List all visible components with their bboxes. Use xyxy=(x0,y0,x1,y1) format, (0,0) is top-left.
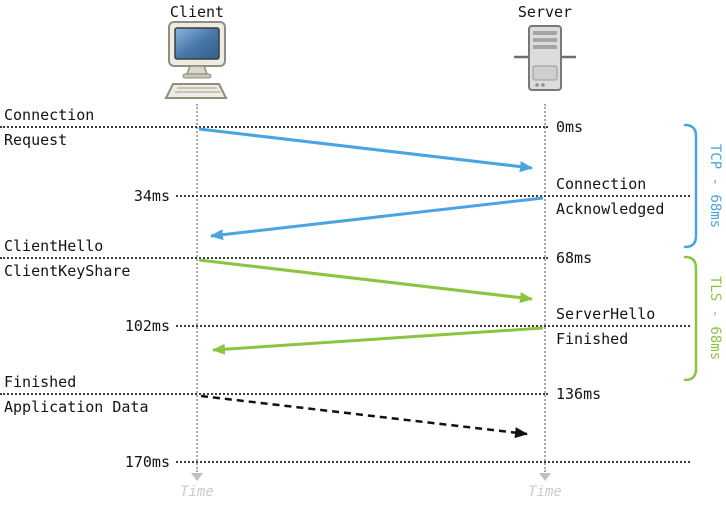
connection-label: Connection xyxy=(4,106,95,124)
clientkeyshare-label: ClientKeyShare xyxy=(4,262,131,280)
server-label: Server xyxy=(517,3,573,21)
client-time-label: Time xyxy=(180,484,214,500)
tls-bracket-label: TLS - 68ms xyxy=(707,276,723,360)
timestamp-102ms: 102ms xyxy=(124,317,170,335)
connection-request-arrow xyxy=(198,127,533,173)
client-computer-icon xyxy=(164,21,228,99)
clienthello-label: ClientHello xyxy=(4,237,104,255)
connection-ack-label-top: Connection xyxy=(556,175,647,193)
server-timeline-arrow-icon xyxy=(539,473,551,481)
connection-ack-label-bottom: Acknowledged xyxy=(556,200,665,218)
server-lifeline xyxy=(544,104,546,472)
client-label: Client xyxy=(169,3,225,21)
application-data-label: Application Data xyxy=(4,398,149,416)
server-time-label: Time xyxy=(528,484,562,500)
timestamp-136ms: 136ms xyxy=(556,385,602,403)
timestamp-0ms: 0ms xyxy=(556,118,584,136)
timestamp-68ms: 68ms xyxy=(556,249,593,267)
gridline-0ms xyxy=(0,126,548,128)
request-label: Request xyxy=(4,131,68,149)
serverhello-label: ServerHello xyxy=(556,305,656,323)
connection-acknowledged-arrow xyxy=(210,196,544,241)
tls-bracket xyxy=(683,255,698,382)
timestamp-170ms: 170ms xyxy=(124,453,170,471)
serverhello-arrow xyxy=(212,326,544,355)
gridline-170ms xyxy=(176,461,690,463)
server-icon xyxy=(514,25,576,91)
client-timeline-arrow-icon xyxy=(191,473,203,481)
tcp-bracket-label: TCP - 68ms xyxy=(707,144,723,228)
clienthello-arrow xyxy=(198,258,533,304)
gridline-102ms xyxy=(176,325,690,327)
gridline-136ms xyxy=(0,393,548,395)
timestamp-34ms: 34ms xyxy=(133,187,170,205)
finished-label: Finished xyxy=(4,373,77,391)
gridline-34ms xyxy=(176,195,690,197)
tcp-bracket xyxy=(683,123,698,249)
gridline-68ms xyxy=(0,257,548,259)
serverhello-finished-label: Finished xyxy=(556,330,629,348)
application-data-arrow xyxy=(200,394,528,439)
client-lifeline xyxy=(196,104,198,472)
